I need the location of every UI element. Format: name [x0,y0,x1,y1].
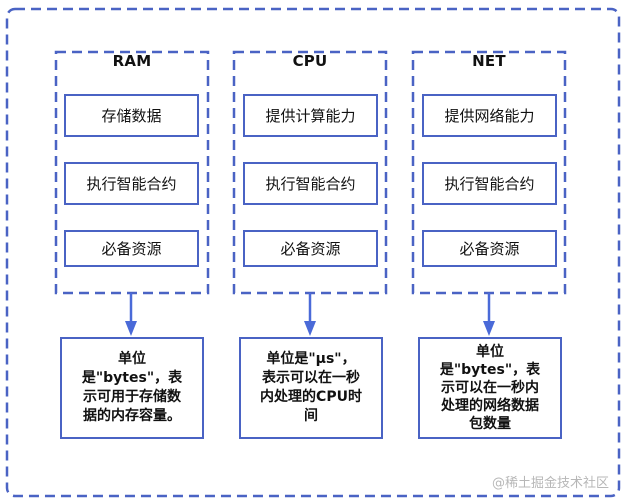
ram-item-store-data: 存储数据 [64,94,199,137]
note-line: 包数量 [468,416,511,432]
watermark: @稀土掘金技术社区 [492,476,610,491]
note-net-unit: 单位 是"bytes"，表 示可以在一秒内 处理的网络数据 包数量 [418,337,562,439]
arrow-cpu [304,293,316,336]
outer-container-border [5,7,621,498]
cpu-item-required-resource: 必备资源 [243,230,378,267]
note-line: 单位是"μs"， [266,351,356,367]
note-line: 间 [304,408,318,424]
ram-item-execute-contract: 执行智能合约 [64,162,199,205]
note-cpu-unit: 单位是"μs"， 表示可以在一秒 内处理的CPU时 间 [239,337,383,439]
group-title-ram: RAM [112,52,152,70]
note-line: 是"bytes"，表 [81,370,183,386]
note-cpu-text: 单位是"μs"， 表示可以在一秒 内处理的CPU时 间 [260,350,362,426]
net-item-network: 提供网络能力 [422,94,557,137]
note-line: 表示可以在一秒 [262,370,360,386]
ram-item-required-resource: 必备资源 [64,230,199,267]
note-line: 示可以在一秒内 [440,380,539,396]
note-line: 单位 [475,344,504,360]
net-item-execute-contract: 执行智能合约 [422,162,557,205]
note-ram-unit: 单位 是"bytes"，表 示可用于存储数 据的内存容量。 [60,337,204,439]
group-title-cpu: CPU [292,52,328,70]
note-line: 据的内存容量。 [82,408,181,424]
arrow-ram [125,293,137,336]
note-line: 处理的网络数据 [440,398,539,414]
cpu-item-compute: 提供计算能力 [243,94,378,137]
note-line: 是"bytes"，表 [439,362,541,378]
arrow-net [483,293,495,336]
note-line: 内处理的CPU时 [260,389,362,405]
group-title-net: NET [472,52,506,70]
note-line: 示可用于存储数 [82,389,181,405]
note-ram-text: 单位 是"bytes"，表 示可用于存储数 据的内存容量。 [82,350,182,426]
cpu-item-execute-contract: 执行智能合约 [243,162,378,205]
note-line: 单位 [117,351,146,367]
net-item-required-resource: 必备资源 [422,230,557,267]
note-net-text: 单位 是"bytes"，表 示可以在一秒内 处理的网络数据 包数量 [440,343,540,433]
